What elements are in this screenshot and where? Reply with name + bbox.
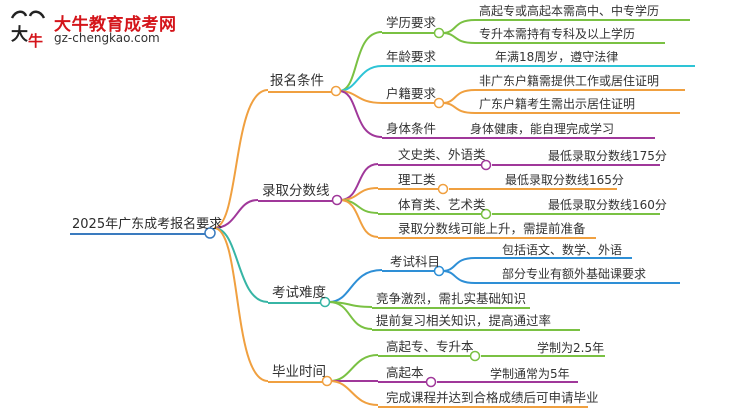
logo-title: 大牛教育成考网 [54, 15, 177, 35]
node-ligong: 理工类 [398, 172, 436, 187]
leaf-shenti-1: 身体健康，能自理完成学习 [470, 122, 615, 136]
ligong-node-dot [437, 183, 449, 195]
leaf-nianling-1: 年满18周岁，遵守法律 [495, 50, 619, 64]
link-luqu-note [339, 199, 379, 238]
link-kemu-leaf1 [441, 257, 476, 272]
node-huji: 户籍要求 [386, 86, 437, 101]
gaoqiben-node-dot [425, 376, 437, 388]
link-root-baoming [213, 89, 269, 229]
node-nianling: 年龄要求 [386, 49, 437, 64]
leaf-ligong-1: 最低录取分数线165分 [505, 173, 624, 187]
leaf-kemu-2: 部分专业有额外基础课要求 [502, 267, 647, 281]
link-nandu-fuxi [328, 301, 373, 330]
leaf-huji-1: 非广东户籍需提供工作或居住证明 [479, 74, 660, 88]
node-fuxi: 提前复习相关知识，提高通过率 [376, 313, 552, 328]
kemu-node-dot [433, 265, 445, 277]
link-xueli-leaf2 [441, 32, 476, 44]
leaf-xueli-2: 专升本需持有专科及以上学历 [479, 27, 636, 41]
node-gaoqiben: 高起本 [386, 365, 424, 380]
branch-baoming: 报名条件 [270, 73, 324, 89]
node-gaoqi-zsb: 高起专、专升本 [386, 339, 474, 354]
site-logo[interactable]: 大 牛 大牛教育成考网 gz-chengkao.com [6, 6, 226, 50]
node-xueli: 学历要求 [386, 15, 437, 30]
link-biye-gaoqi [329, 354, 379, 382]
logo-url: gz-chengkao.com [54, 31, 160, 45]
root-node: 2025年广东成考报名要求 [72, 217, 223, 232]
gaoqi-node-dot [469, 350, 481, 362]
link-baoming-xueli [338, 31, 383, 92]
leaf-gaoqiben-1: 学制通常为5年 [490, 367, 570, 381]
bull-logo-icon: 大 牛 [10, 10, 46, 50]
link-huji-leaf2 [441, 102, 476, 114]
node-wenshi: 文史类、外语类 [398, 147, 486, 162]
leaf-kemu-1: 包括语文、数学、外语 [502, 243, 623, 257]
huji-node-dot [433, 97, 445, 109]
link-biye-wancheng [329, 380, 379, 406]
branch-nandu: 考试难度 [272, 285, 326, 301]
link-xueli-leaf1 [441, 19, 476, 34]
branch-biye: 毕业时间 [272, 364, 326, 380]
link-root-luqu [213, 199, 259, 229]
link-nandu-kemu [328, 269, 383, 303]
leaf-tiyu-1: 最低录取分数线160分 [548, 198, 667, 212]
root-node-dot [204, 227, 216, 239]
link-baoming-shenti [338, 90, 383, 138]
branch-luqu: 录取分数线 [262, 183, 330, 199]
link-kemu-leaf2 [441, 270, 476, 284]
node-kemu: 考试科目 [390, 254, 441, 269]
luqu-node-dot [331, 194, 343, 206]
node-jingzheng: 竞争激烈，需扎实基础知识 [376, 291, 527, 306]
link-root-nandu [213, 227, 269, 303]
svg-text:牛: 牛 [28, 32, 43, 50]
node-tiyu: 体育类、艺术类 [398, 197, 486, 212]
leaf-gaoqi-1: 学制为2.5年 [537, 341, 605, 355]
node-luqu-note: 录取分数线可能上升，需提前准备 [398, 221, 586, 236]
baoming-node-dot [330, 85, 342, 97]
node-shenti: 身体条件 [386, 121, 437, 136]
svg-text:大: 大 [11, 24, 28, 45]
leaf-xueli-1: 高起专或高起本需高中、中专学历 [479, 4, 660, 18]
nandu-node-dot [319, 296, 331, 308]
link-root-biye [213, 227, 269, 382]
node-wancheng: 完成课程并达到合格成绩后可申请毕业 [386, 390, 599, 405]
wenshi-node-dot [480, 159, 492, 171]
leaf-huji-2: 广东户籍考生需出示居住证明 [479, 97, 636, 111]
tiyu-node-dot [480, 208, 492, 220]
biye-node-dot [321, 375, 333, 387]
xueli-node-dot [433, 27, 445, 39]
leaf-wenshi-1: 最低录取分数线175分 [548, 149, 667, 163]
link-huji-leaf1 [441, 89, 476, 104]
